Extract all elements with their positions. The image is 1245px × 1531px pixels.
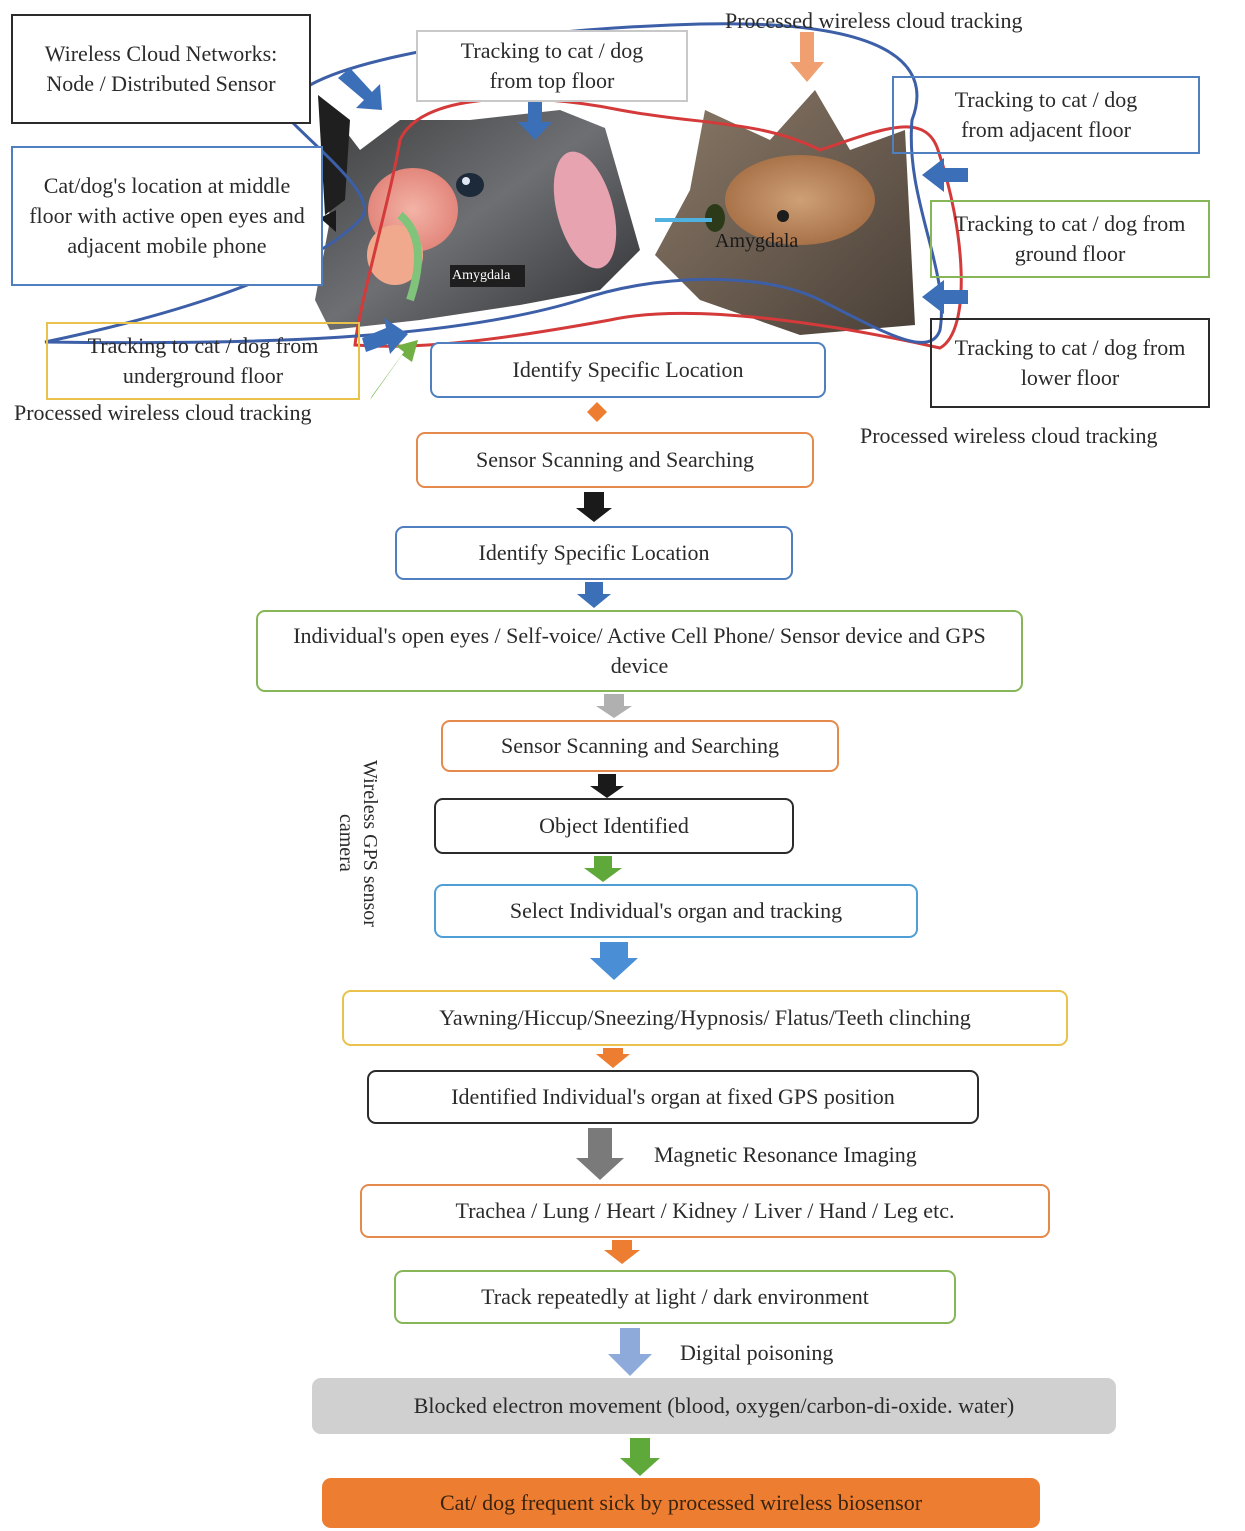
flow-step-yawning: Yawning/Hiccup/Sneezing/Hypnosis/ Flatus…: [342, 990, 1068, 1046]
flow-arrow-12: [620, 1438, 660, 1476]
red-tracking-loop: [353, 97, 963, 350]
arrow-from-location-box: [320, 210, 336, 232]
flow-arrow-4: [596, 694, 632, 718]
flow-arrow-6: [584, 856, 622, 882]
flow-arrow-3: [577, 582, 611, 608]
cat-dog-location-text: Cat/dog's location at middle floor with …: [29, 173, 305, 258]
flow-step-open-eyes-text: Individual's open eyes / Self-voice/ Act…: [293, 623, 986, 678]
blue-tracking-loop: [44, 22, 943, 345]
ground-floor-text: Tracking to cat / dog from ground floor: [954, 211, 1186, 266]
flow-step-sensor-scanning-2: Sensor Scanning and Searching: [441, 720, 839, 772]
arrow-from-wireless-cloud: [338, 68, 382, 110]
flow-arrow-2: [576, 492, 612, 522]
bio-magnetic-label: Bio-magnetic ray: [640, 163, 654, 247]
arrow-from-ground-floor: [922, 280, 968, 314]
flow-step-track-repeatedly: Track repeatedly at light / dark environ…: [394, 1270, 956, 1324]
ground-floor-box: Tracking to cat / dog from ground floor: [930, 200, 1210, 278]
dog-amygdala-label: Amygdala: [452, 268, 511, 283]
arrow-processed-top: [790, 32, 824, 82]
flow-step-blocked-electron-text: Blocked electron movement (blood, oxygen…: [413, 1393, 1015, 1418]
flow-step-organs-text: Trachea / Lung / Heart / Kidney / Liver …: [455, 1198, 955, 1223]
arrow-processed-left: [370, 340, 418, 400]
adjacent-floor-box: Tracking to cat / dog from adjacent floo…: [892, 76, 1200, 154]
flow-step-object-identified-text: Object Identified: [539, 813, 689, 838]
flow-step-select-organ-text: Select Individual's organ and tracking: [509, 898, 843, 923]
wireless-cloud-box: Wireless Cloud Networks: Node / Distribu…: [11, 14, 311, 124]
flow-arrow-8: [596, 1048, 630, 1068]
arrow-from-underground: [362, 318, 408, 354]
flow-arrow-7: [590, 942, 638, 980]
digital-poisoning-label: Digital poisoning: [680, 1340, 834, 1365]
flow-arrow-5: [590, 774, 624, 798]
flow-arrow-1: [587, 402, 607, 422]
top-floor-box: Tracking to cat / dog from top floor: [416, 30, 688, 102]
flow-step-fixed-gps-text: Identified Individual's organ at fixed G…: [451, 1084, 895, 1109]
arrow-from-top-floor: [518, 102, 552, 140]
underground-floor-box: Tracking to cat / dog from underground f…: [46, 322, 360, 400]
flow-arrow-10: [604, 1240, 640, 1264]
cat-head-image: [655, 90, 915, 335]
flow-step-select-organ: Select Individual's organ and tracking: [434, 884, 918, 938]
cat-amygdala-label: Amygdala: [715, 230, 799, 252]
flow-step-identify-location-1: Identify Specific Location: [430, 342, 826, 398]
flow-step-identify-location-1-text: Identify Specific Location: [512, 357, 744, 382]
flow-arrow-11: [608, 1328, 652, 1376]
flow-step-open-eyes: Individual's open eyes / Self-voice/ Act…: [256, 610, 1023, 692]
wireless-cloud-text: Wireless Cloud Networks: Node / Distribu…: [44, 41, 278, 96]
cat-dog-location-box: Cat/dog's location at middle floor with …: [11, 146, 323, 286]
flow-step-identify-location-2-text: Identify Specific Location: [478, 540, 710, 565]
processed-tracking-top: Processed wireless cloud tracking: [725, 8, 1023, 33]
mri-label: Magnetic Resonance Imaging: [654, 1142, 917, 1167]
underground-floor-text: Tracking to cat / dog from underground f…: [87, 333, 319, 388]
top-floor-text: Tracking to cat / dog from top floor: [460, 38, 644, 93]
lower-floor-text: Tracking to cat / dog from lower floor: [954, 335, 1186, 390]
flow-step-organs: Trachea / Lung / Heart / Kidney / Liver …: [360, 1184, 1050, 1238]
flow-step-yawning-text: Yawning/Hiccup/Sneezing/Hypnosis/ Flatus…: [439, 1005, 971, 1030]
flow-step-frequent-sick-text: Cat/ dog frequent sick by processed wire…: [439, 1490, 923, 1515]
flow-step-identify-location-2: Identify Specific Location: [395, 526, 793, 580]
processed-tracking-left: Processed wireless cloud tracking: [14, 400, 312, 425]
flow-step-sensor-scanning-2-text: Sensor Scanning and Searching: [501, 733, 779, 758]
wireless-gps-camera-label: Wireless GPS sensor camera: [335, 759, 381, 927]
processed-tracking-right: Processed wireless cloud tracking: [860, 423, 1158, 448]
flow-step-sensor-scanning-1: Sensor Scanning and Searching: [416, 432, 814, 488]
flow-step-fixed-gps: Identified Individual's organ at fixed G…: [367, 1070, 979, 1124]
arrow-from-adjacent-floor: [922, 158, 968, 192]
flow-step-blocked-electron: Blocked electron movement (blood, oxygen…: [312, 1378, 1116, 1434]
adjacent-floor-text: Tracking to cat / dog from adjacent floo…: [954, 87, 1138, 142]
flow-step-object-identified: Object Identified: [434, 798, 794, 854]
flow-arrow-9: [576, 1128, 624, 1180]
flow-step-sensor-scanning-1-text: Sensor Scanning and Searching: [476, 447, 754, 472]
flow-step-frequent-sick: Cat/ dog frequent sick by processed wire…: [322, 1478, 1040, 1528]
lower-floor-box: Tracking to cat / dog from lower floor: [930, 318, 1210, 408]
flow-step-track-repeatedly-text: Track repeatedly at light / dark environ…: [481, 1284, 869, 1309]
